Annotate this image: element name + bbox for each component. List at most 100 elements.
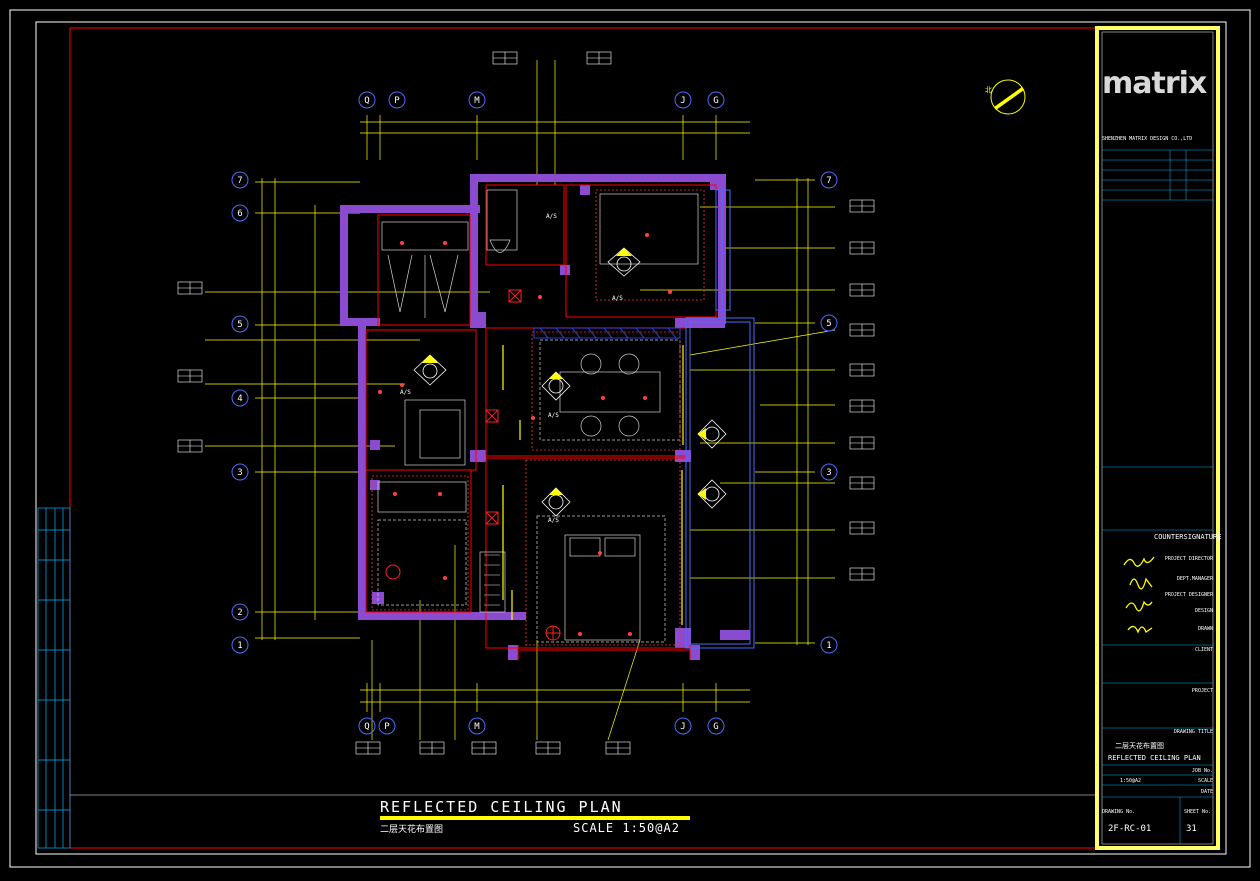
role-design: DESIGN [1195, 608, 1213, 614]
hatch-band [533, 327, 681, 339]
stair-lines [484, 554, 500, 606]
drawing-scale: SCALE 1:50@A2 [573, 821, 680, 835]
revision-strip [37, 507, 71, 849]
light-fixtures [378, 233, 672, 636]
svg-text:P: P [384, 722, 390, 732]
exhaust-fans [385, 289, 561, 641]
tag-bottom-2 [419, 741, 445, 755]
walls [340, 174, 750, 660]
role-drawn: DRAWN [1198, 626, 1213, 632]
svg-text:J: J [680, 96, 685, 106]
grid-bubble-left-7: 7 [231, 171, 249, 189]
svg-text:A/S: A/S [548, 412, 559, 419]
structure-lines [365, 184, 717, 660]
section-labels: A/S A/S A/S A/S A/S [400, 213, 623, 524]
tag-right-8 [849, 476, 875, 490]
svg-text:M: M [474, 722, 480, 732]
svg-text:5: 5 [826, 319, 831, 329]
tag-left-2 [177, 369, 203, 383]
sheet-no: 31 [1186, 824, 1197, 834]
window-lines [685, 189, 755, 649]
svg-text:1: 1 [237, 641, 242, 651]
drawing-title-cn: 二层天花布置图 [380, 825, 444, 835]
tag-bottom-4 [535, 741, 561, 755]
signature-4 [1127, 625, 1153, 634]
tag-right-1 [849, 199, 875, 213]
grid-bubbles-bottom: Q P M J G [358, 717, 725, 735]
title-block-inner [1101, 31, 1214, 845]
inner-frame [35, 21, 1227, 855]
scale-label: SCALE [1198, 778, 1213, 784]
tag-right-5 [849, 363, 875, 377]
tag-bottom-5 [605, 741, 631, 755]
svg-text:4: 4 [237, 394, 242, 404]
title-underline [380, 816, 690, 820]
title-block-title-en: REFLECTED CEILING PLAN [1108, 754, 1201, 762]
countersignature-label: COUNTERSIGNATURE [1154, 533, 1221, 541]
svg-text:Q: Q [364, 96, 369, 106]
job-no-label: JOB No. [1192, 768, 1213, 774]
outer-frame [9, 9, 1251, 868]
grid-bubbles-top: Q P M J G [358, 91, 725, 109]
sheet-no-label: SHEET No. [1184, 809, 1211, 815]
signature-1 [1123, 556, 1155, 567]
grid-bubble-bottom-J: J [674, 717, 692, 735]
svg-text:北: 北 [985, 86, 992, 94]
signature-3 [1125, 600, 1153, 612]
drawing-border [69, 27, 1097, 849]
svg-text:1: 1 [826, 641, 831, 651]
signature-2 [1129, 577, 1153, 590]
company-name: SHENZHEN MATRIX DESIGN CO.,LTD [1102, 136, 1192, 142]
tag-right-9 [849, 521, 875, 535]
grid-bubble-left-1: 1 [231, 636, 249, 654]
drawing-title-label: DRAWING TITLE [1174, 729, 1213, 735]
svg-text:J: J [680, 722, 685, 732]
svg-text:M: M [474, 96, 480, 106]
grid-bubbles-left: 7 6 5 4 3 2 1 [231, 171, 249, 654]
svg-text:7: 7 [237, 176, 242, 186]
tag-top-2 [586, 51, 612, 65]
svg-text:7: 7 [826, 176, 831, 186]
north-arrow-icon: 北 [985, 79, 1026, 115]
drawing-no-label: DRAWING No. [1102, 809, 1135, 815]
dim-lines-left [255, 178, 360, 640]
grid-bubble-J: J [674, 91, 692, 109]
title-block-title-cn: 二层天花布置图 [1115, 741, 1164, 750]
role-project-designer: PROJECT DESIGNER [1165, 592, 1214, 598]
role-dept-manager: DEPT.MANAGER [1177, 576, 1214, 582]
grid-bubble-left-6: 6 [231, 204, 249, 222]
grid-bubble-bottom-Q: Q [358, 717, 376, 735]
tag-right-2 [849, 241, 875, 255]
svg-text:A/S: A/S [612, 295, 623, 302]
tag-right-7 [849, 436, 875, 450]
tag-right-3 [849, 283, 875, 297]
svg-text:A/S: A/S [548, 517, 559, 524]
grid-bubble-M: M [468, 91, 486, 109]
grid-bubble-right-1: 1 [820, 636, 838, 654]
svg-text:5: 5 [237, 320, 242, 330]
grid-bubble-bottom-P: P [378, 717, 396, 735]
dim-lines-right [755, 178, 815, 645]
light-strips [371, 189, 705, 646]
grid-bubble-right-3: 3 [820, 463, 838, 481]
grid-bubble-G: G [707, 91, 725, 109]
grid-bubble-left-3: 3 [231, 463, 249, 481]
svg-text:Q: Q [364, 722, 369, 732]
grid-bubble-Q: Q [358, 91, 376, 109]
grid-bubble-bottom-G: G [707, 717, 725, 735]
grid-bubble-bottom-M: M [468, 717, 486, 735]
grid-bubbles-right: 7 5 3 1 [820, 171, 838, 654]
project-label: PROJECT [1192, 688, 1213, 694]
signatures [1123, 556, 1155, 634]
tag-left-1 [177, 281, 203, 295]
client-label: CLIENT [1195, 647, 1213, 653]
svg-text:P: P [394, 96, 400, 106]
svg-text:2: 2 [237, 608, 242, 618]
svg-text:G: G [713, 96, 718, 106]
floor-plan: A/S A/S A/S A/S A/S [340, 174, 755, 660]
marker-arrows [422, 248, 706, 500]
grid-bubble-left-5: 5 [231, 315, 249, 333]
svg-text:6: 6 [237, 209, 242, 219]
